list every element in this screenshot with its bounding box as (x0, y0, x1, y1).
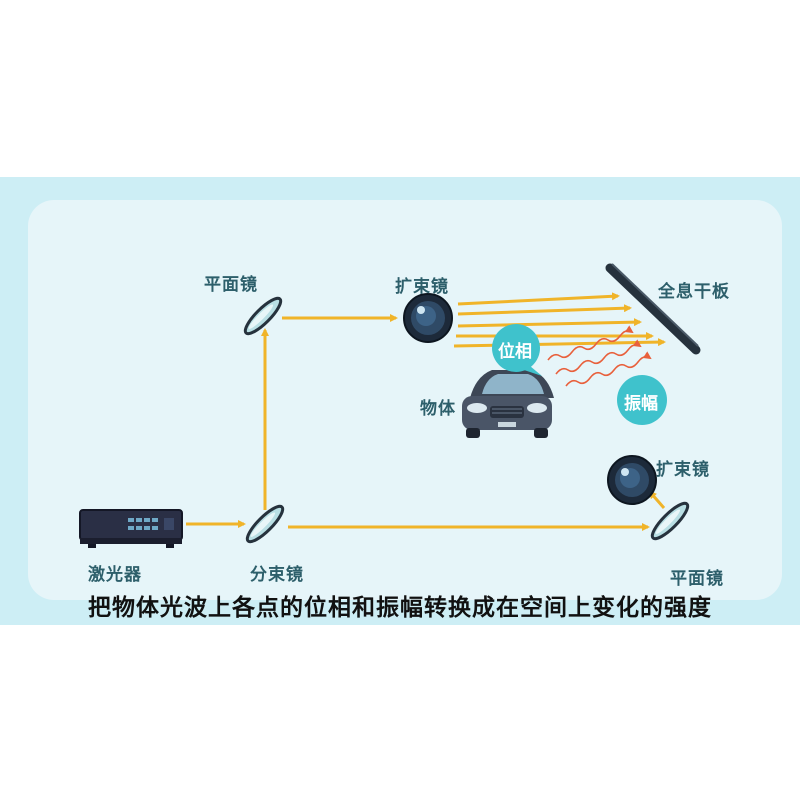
car-object (462, 370, 554, 438)
object-wave-1 (547, 325, 634, 361)
beam-splitter-label: 分束镜 (250, 565, 304, 585)
reference-ray-2 (457, 304, 632, 316)
caption: 把物体光波上各点的位相和振幅转换成在空间上变化的强度 (88, 595, 712, 621)
reference-ray-1 (457, 292, 620, 306)
beam-bottom-mirror-to-expander (648, 490, 666, 509)
reference-ray-5 (453, 338, 666, 348)
hologram-plate (605, 263, 701, 355)
top-expander-lens (403, 293, 453, 343)
amplitude-bubble-text: 振幅 (624, 394, 658, 414)
bottom-mirror (650, 501, 690, 541)
top-mirror-label: 平面镜 (204, 275, 258, 295)
laser-device (79, 509, 183, 548)
phase-bubble-text: 位相 (498, 342, 532, 362)
bottom-expander-label: 扩束镜 (656, 460, 710, 480)
bottom-expander-lens (607, 455, 657, 505)
top-mirror (243, 296, 283, 336)
hologram-plate-label: 全息干板 (658, 282, 730, 302)
bottom-mirror-label: 平面镜 (670, 569, 724, 589)
object-waves (547, 325, 652, 387)
top-expander-label: 扩束镜 (395, 277, 449, 297)
beam-splitter (245, 504, 285, 544)
amplitude-bubble (616, 372, 667, 425)
reference-ray-3 (457, 318, 642, 328)
object-label: 物体 (420, 399, 456, 419)
laser-label: 激光器 (88, 565, 142, 585)
phase-bubble (492, 324, 542, 376)
object-wave-3 (565, 351, 652, 387)
object-wave-2 (555, 339, 642, 375)
